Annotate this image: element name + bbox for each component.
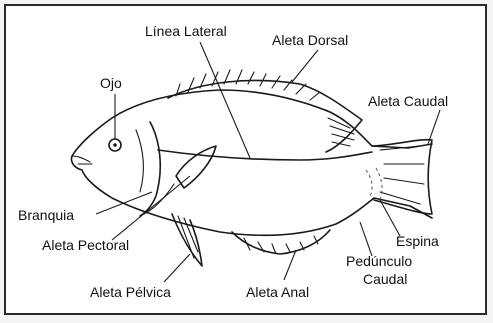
label-branquia: Branquia xyxy=(18,207,74,223)
lateral-line xyxy=(158,150,372,160)
leader-lines xyxy=(96,42,440,282)
fish-pupil xyxy=(113,143,117,147)
leader-aleta-caudal xyxy=(428,110,440,144)
leader-aleta-anal xyxy=(284,250,296,280)
label-aleta-pectoral: Aleta Pectoral xyxy=(42,237,129,253)
label-aleta-caudal: Aleta Caudal xyxy=(368,93,448,109)
label-pedunculo-line1: Pedúnculo xyxy=(346,253,412,269)
peduncle-spine xyxy=(366,168,382,200)
label-pedunculo-line2: Caudal xyxy=(363,271,407,287)
label-aleta-anal: Aleta Anal xyxy=(246,284,309,300)
dorsal-fin xyxy=(168,70,362,152)
label-aleta-pelvica: Aleta Pélvica xyxy=(90,284,171,300)
leader-linea-lateral xyxy=(200,42,250,158)
leader-aleta-dorsal xyxy=(292,50,318,82)
fish-body-outline xyxy=(71,90,432,235)
leader-aleta-pelvica xyxy=(164,254,190,282)
leader-aleta-pectoral xyxy=(112,176,190,240)
label-aleta-dorsal: Aleta Dorsal xyxy=(272,32,348,48)
label-ojo: Ojo xyxy=(100,75,122,91)
label-espina: Espina xyxy=(396,233,439,249)
part-labels: Línea Lateral Aleta Dorsal Ojo Aleta Cau… xyxy=(18,23,448,300)
label-linea-lateral: Línea Lateral xyxy=(145,23,227,39)
fish-mouth xyxy=(72,156,92,164)
leader-espina xyxy=(380,200,400,236)
gill-cover-inner xyxy=(136,130,143,192)
anal-fin xyxy=(232,230,330,254)
leader-pedunculo xyxy=(360,222,372,256)
